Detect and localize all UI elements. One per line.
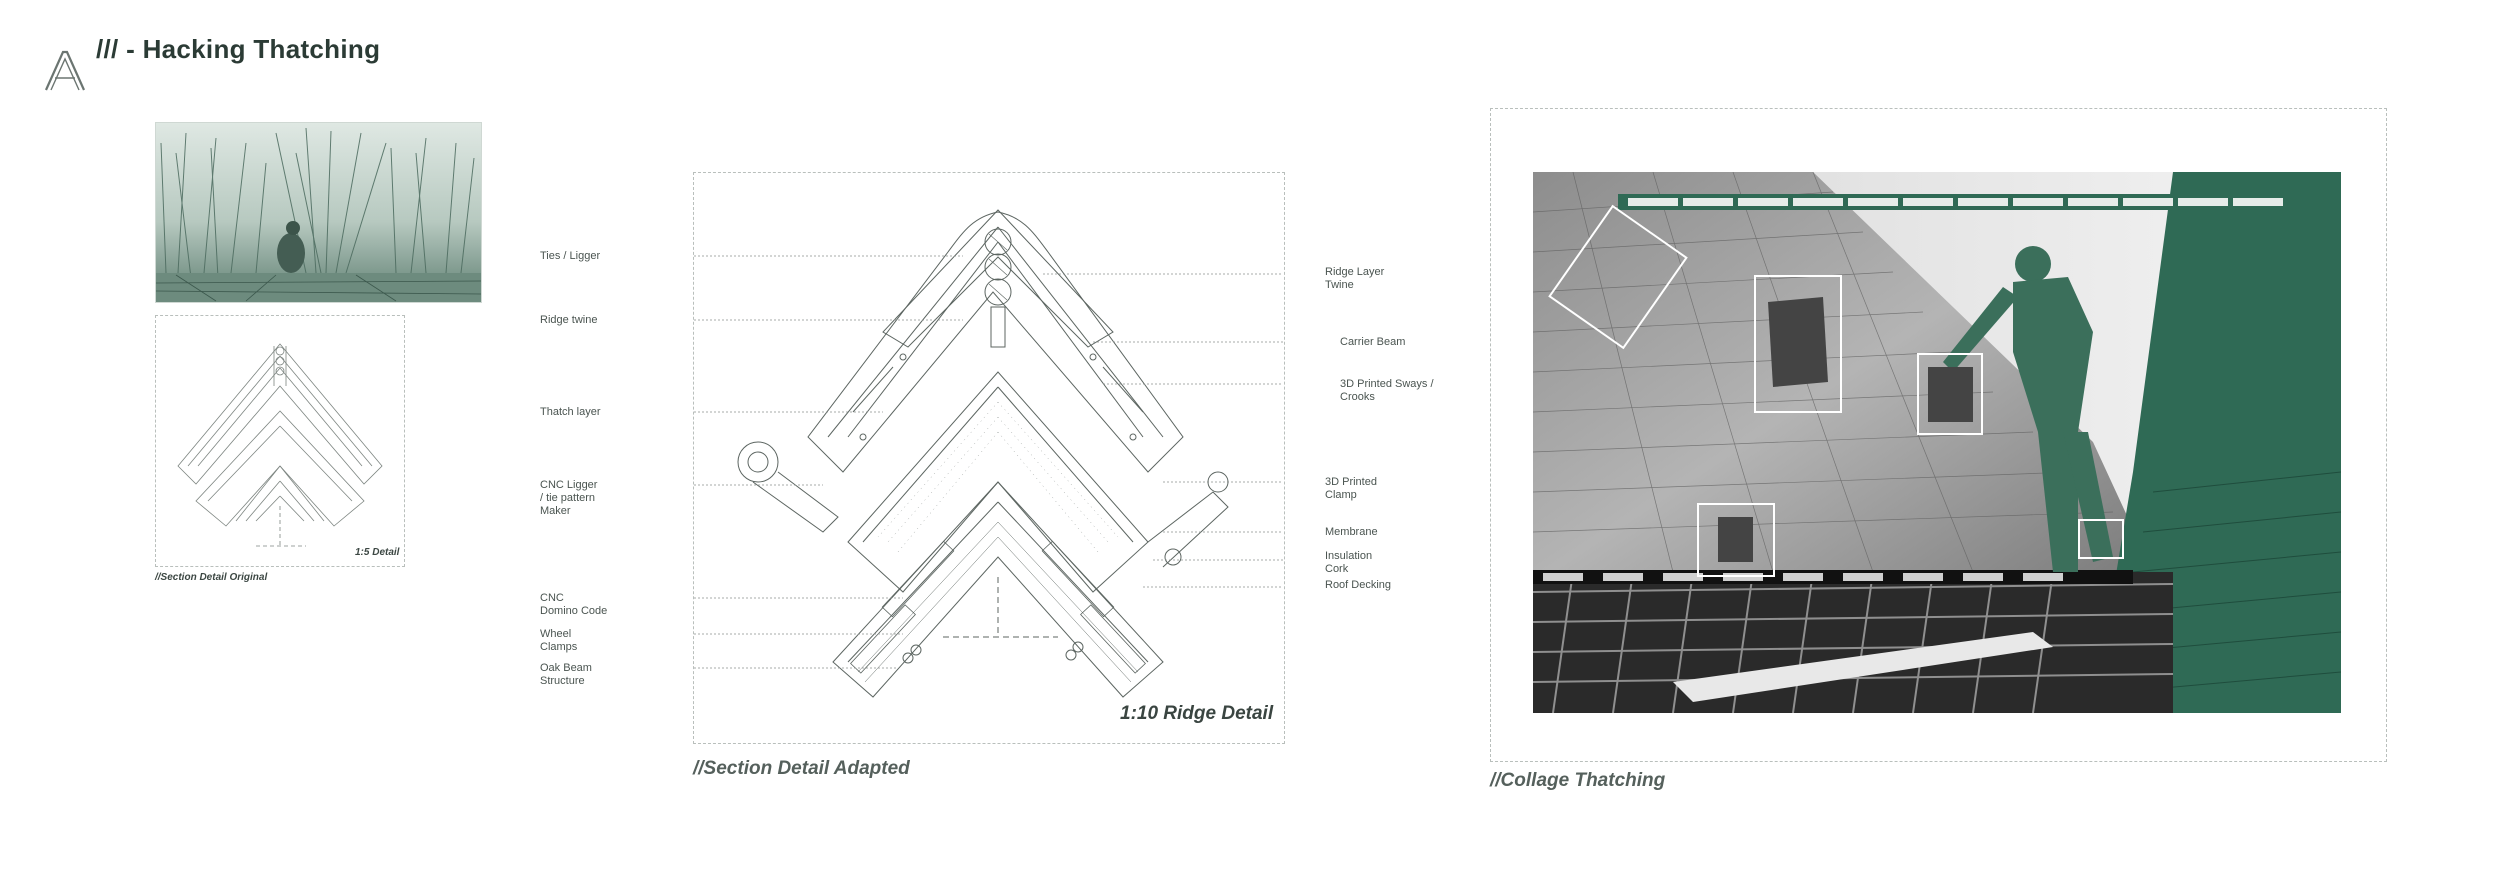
collage-caption: //Collage Thatching — [1490, 770, 1666, 791]
ridge-detail-drawing — [693, 209, 1283, 698]
adapted-caption: //Section Detail Adapted — [693, 758, 910, 779]
willow-harvest-photo — [155, 122, 482, 303]
label-cnc-domino: CNC Domino Code — [540, 592, 608, 617]
label-membrane: Membrane — [1325, 526, 1378, 538]
original-scale-label: 1:5 Detail — [355, 547, 400, 558]
label-ties-ligger: Ties / Ligger — [540, 250, 601, 262]
label-insulation-cork: Insulation Cork — [1325, 550, 1373, 575]
original-caption: //Section Detail Original — [155, 572, 268, 583]
label-ridge-layer-twine: Ridge Layer Twine — [1325, 266, 1385, 291]
label-oak-beam: Oak Beam Structure — [540, 662, 592, 687]
label-roof-decking: Roof Decking — [1325, 579, 1392, 591]
label-cnc-ligger: CNC Ligger / tie pattern Maker — [540, 479, 598, 517]
thatching-collage-image — [1533, 172, 2341, 713]
ridge-detail-frame — [693, 172, 1285, 744]
label-wheel-clamps: Wheel Clamps — [540, 628, 578, 653]
collage-frame — [1490, 108, 2387, 762]
page-title: /// - Hacking Thatching — [96, 34, 381, 64]
label-3d-clamp: 3D Printed Clamp — [1325, 476, 1377, 501]
studio-logo-icon — [44, 50, 86, 91]
ridge-scale-label: 1:10 Ridge Detail — [1120, 703, 1274, 724]
label-ridge-twine: Ridge twine — [540, 314, 598, 326]
original-ridge-drawing — [177, 343, 383, 547]
original-detail-frame — [155, 315, 405, 567]
label-3d-sways: 3D Printed Sways / Crooks — [1340, 378, 1434, 403]
label-carrier-beam: Carrier Beam — [1340, 336, 1406, 348]
label-thatch-layer: Thatch layer — [540, 406, 601, 418]
